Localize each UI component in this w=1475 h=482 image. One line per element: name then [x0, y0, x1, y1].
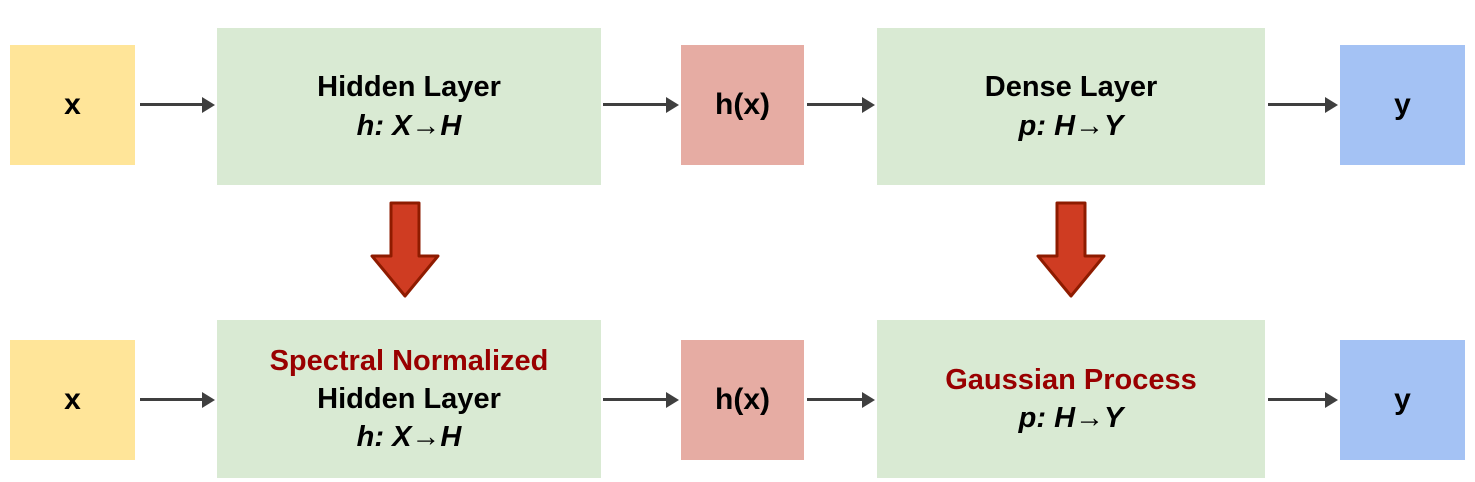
- top-input-box: x: [10, 45, 135, 165]
- top-activation-box: h(x): [681, 45, 804, 165]
- transform-arrow-dense-icon: [1036, 201, 1106, 298]
- bottom-input-box: x: [10, 340, 135, 460]
- bottom-gp-layer-accent: Gaussian Process: [945, 363, 1197, 396]
- bottom-output-label: y: [1394, 383, 1411, 416]
- top-dense-layer-title: Dense Layer: [984, 71, 1158, 104]
- bottom-input-label: x: [64, 383, 81, 416]
- bottom-activation-box: h(x): [681, 340, 804, 460]
- bottom-gp-layer-mapping: p: H→Y: [1018, 402, 1124, 434]
- top-hidden-layer-box: Hidden Layer h: X→H: [217, 28, 601, 185]
- top-activation-label: h(x): [715, 88, 770, 121]
- top-hidden-layer-mapping: h: X→H: [356, 109, 462, 142]
- bottom-gp-layer-box: Gaussian Process p: H→Y: [877, 320, 1265, 478]
- arrow-bottom-activation-to-gp: [807, 391, 875, 408]
- top-input-label: x: [64, 88, 81, 121]
- arrow-top-activation-to-dense: [807, 96, 875, 113]
- top-output-label: y: [1394, 88, 1411, 121]
- bottom-hidden-layer-title: Hidden Layer: [317, 382, 501, 415]
- bottom-activation-label: h(x): [715, 383, 770, 416]
- arrow-bottom-input-to-hidden: [140, 391, 215, 408]
- arrow-bottom-gp-to-output: [1268, 391, 1338, 408]
- bottom-hidden-layer-box: Spectral Normalized Hidden Layer h: X→H: [217, 320, 601, 478]
- arrow-top-dense-to-output: [1268, 96, 1338, 113]
- arrow-top-input-to-hidden: [140, 96, 215, 113]
- transform-arrow-hidden-icon: [370, 201, 440, 298]
- arrow-top-hidden-to-activation: [603, 96, 679, 113]
- arrow-bottom-hidden-to-activation: [603, 391, 679, 408]
- bottom-hidden-layer-mapping: h: X→H: [356, 421, 462, 454]
- bottom-hidden-layer-accent: Spectral Normalized: [269, 344, 549, 377]
- top-output-box: y: [1340, 45, 1465, 165]
- top-dense-layer-mapping: p: H→Y: [1018, 109, 1124, 142]
- top-hidden-layer-title: Hidden Layer: [317, 71, 501, 104]
- top-dense-layer-box: Dense Layer p: H→Y: [877, 28, 1265, 185]
- bottom-output-box: y: [1340, 340, 1465, 460]
